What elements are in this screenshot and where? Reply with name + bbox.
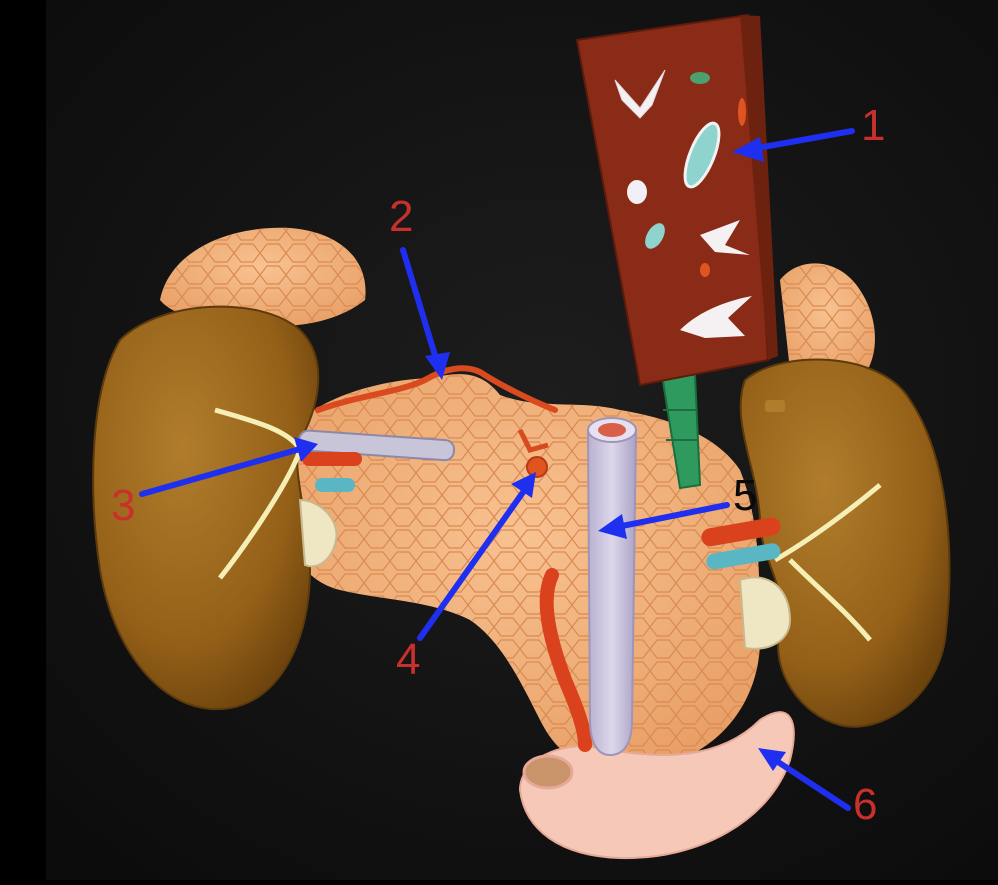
renal-artery-left: [302, 452, 362, 466]
arrow-2: [400, 247, 440, 365]
hepatic-artery-section: [526, 456, 548, 478]
arrow-1: [749, 128, 855, 152]
label-5: 5: [733, 471, 758, 520]
arrow-3: [139, 446, 303, 497]
ureter-right: [738, 576, 792, 650]
renal-sinus-left: [214, 407, 303, 580]
label-3: 3: [111, 481, 136, 530]
vena-cava: [586, 429, 638, 757]
mesenteric-artery: [539, 568, 592, 752]
liver-vessel: [683, 121, 721, 189]
label-6: 6: [853, 780, 878, 829]
ureter-left: [298, 498, 338, 568]
splenic-artery: [315, 365, 558, 413]
label-1: 1: [861, 101, 886, 150]
kidney-left: [92, 305, 320, 711]
duodenum-lumen: [522, 754, 574, 790]
arrow-4: [417, 485, 529, 641]
pointer-arrows: [139, 128, 855, 811]
label-4: 4: [396, 635, 421, 684]
renal-artery-right: [701, 517, 781, 547]
left-black-border: [0, 0, 46, 880]
renal-vein-right: [706, 543, 781, 570]
arrow-5: [614, 502, 730, 530]
label-2: 2: [389, 192, 414, 241]
renal-sinus-right: [773, 483, 882, 642]
arrow-6: [769, 755, 851, 811]
